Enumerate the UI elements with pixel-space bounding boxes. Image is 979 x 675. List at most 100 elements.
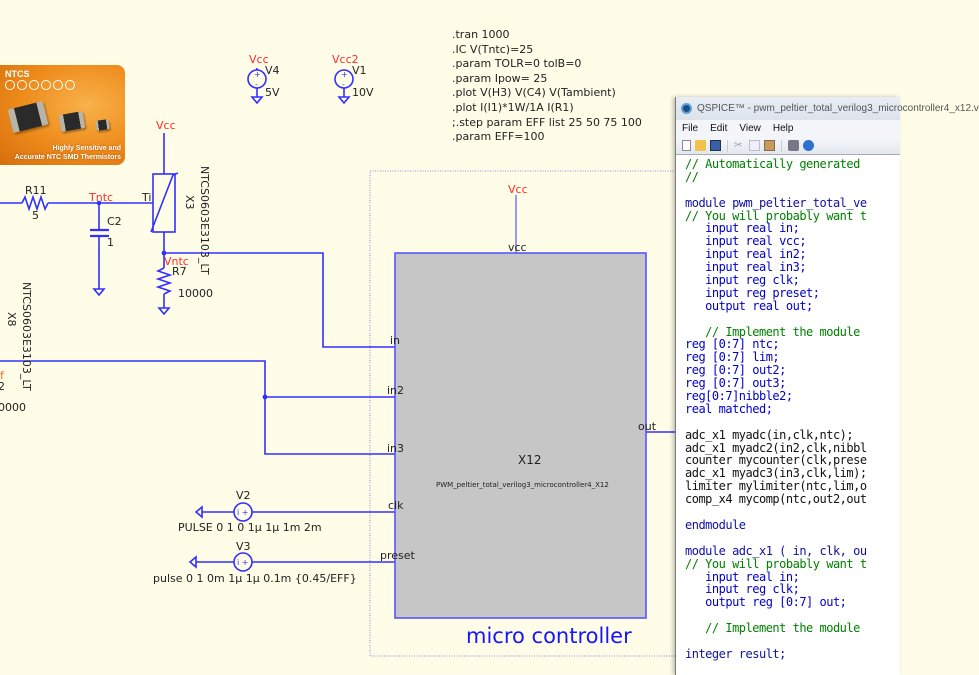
v1-name[interactable]: V1 (352, 64, 367, 77)
x8-model[interactable]: NTCS0603E3103_LT (20, 282, 33, 391)
thermistor-x3[interactable] (152, 173, 176, 233)
code-line[interactable]: endmodule (685, 517, 746, 532)
menu-file[interactable]: File (682, 123, 699, 134)
v2-name[interactable]: V2 (236, 489, 251, 502)
net-label-x8-partial[interactable]: f (0, 369, 4, 382)
code-area[interactable]: // Automatically generated// module pwm_p… (676, 155, 900, 661)
c2-value[interactable]: 1 (107, 236, 114, 249)
schematic-canvas[interactable]: + - + - i + i + (0, 0, 899, 675)
code-line[interactable]: adc_x1 myadc(in,clk,ntc); (685, 427, 854, 442)
x3-name[interactable]: X3 (183, 195, 196, 210)
resistor-r7[interactable] (155, 267, 173, 295)
v4-name[interactable]: V4 (265, 64, 280, 77)
directive-line[interactable]: ;.step param EFF list 25 50 75 100 (452, 115, 642, 129)
block-title[interactable]: micro controller (466, 624, 632, 648)
open-icon[interactable] (695, 140, 706, 151)
c2-name[interactable]: C2 (107, 215, 122, 228)
code-line[interactable]: input real vcc; (685, 234, 807, 249)
directive-line[interactable]: .IC V(Tntc)=25 (452, 42, 534, 56)
code-line[interactable]: output real out; (685, 298, 813, 313)
code-line[interactable]: reg [0:7] out2; (685, 363, 786, 378)
directive-line[interactable]: .param Ipow= 25 (452, 71, 548, 85)
code-line[interactable]: input real in; (685, 569, 800, 584)
code-line[interactable]: reg [0:7] ntc; (685, 337, 780, 352)
help-icon[interactable] (803, 140, 814, 151)
microcontroller-block[interactable] (394, 252, 647, 619)
code-line[interactable]: module adc_x1 ( in, clk, ou (685, 543, 867, 558)
code-line[interactable]: // (685, 169, 699, 184)
x3-model[interactable]: NTCS0603E3103_LT (198, 166, 211, 275)
editor-titlebar[interactable]: QSPICE™ - pwm_peltier_total_verilog3_mic… (676, 97, 979, 120)
new-icon[interactable] (682, 140, 691, 151)
chip-large-icon (7, 101, 49, 133)
directive-line[interactable]: .plot V(H3) V(C4) V(Tambient) (452, 86, 616, 100)
block-model-name[interactable]: PWM_peltier_total_verilog3_microcontroll… (436, 481, 609, 489)
code-line[interactable]: // Implement the module (685, 621, 860, 636)
code-line[interactable]: input reg preset; (685, 285, 820, 300)
menu-help[interactable]: Help (772, 123, 794, 134)
x8-name[interactable]: X8 (5, 312, 18, 327)
net-label-vcc-block[interactable]: Vcc (508, 183, 528, 196)
code-line[interactable]: module pwm_peltier_total_ve (685, 195, 867, 210)
r11-value[interactable]: 5 (32, 209, 39, 222)
r11-name[interactable]: R11 (25, 184, 47, 197)
code-line[interactable]: reg[0:7]nibble2; (685, 389, 793, 404)
x8-partial-value-1[interactable]: 2 (0, 380, 5, 393)
v4-value[interactable]: 5V (265, 86, 280, 99)
code-line[interactable]: input real in; (685, 221, 800, 236)
code-line[interactable]: output reg [0:7] out; (685, 595, 847, 610)
code-line[interactable]: input reg clk; (685, 582, 800, 597)
directive-line[interactable]: .param EFF=100 (452, 130, 545, 144)
ground-v3-icon (188, 555, 197, 569)
code-line[interactable]: // Implement the module (685, 324, 860, 339)
code-line[interactable]: input real in2; (685, 247, 807, 262)
r7-name[interactable]: R7 (172, 265, 187, 278)
code-line[interactable] (685, 313, 900, 326)
code-line[interactable]: real matched; (685, 401, 773, 416)
code-line[interactable]: integer result; (685, 646, 786, 661)
print-icon[interactable] (788, 140, 799, 151)
code-line[interactable] (685, 184, 900, 197)
code-line[interactable]: input reg clk; (685, 273, 800, 288)
directive-line[interactable]: .param TOLR=0 tolB=0 (452, 57, 582, 71)
code-line[interactable]: reg [0:7] lim; (685, 350, 780, 365)
code-line[interactable]: // You will probably want t (685, 556, 867, 571)
code-line[interactable]: counter mycounter(clk,prese (685, 453, 867, 468)
cut-icon[interactable]: ✂ (734, 140, 743, 151)
v3-name[interactable]: V3 (236, 540, 251, 553)
wire-in3 (264, 397, 395, 455)
x8-partial-value-2[interactable]: 0000 (0, 401, 26, 414)
verilog-editor-window[interactable]: QSPICE™ - pwm_peltier_total_verilog3_mic… (675, 97, 979, 675)
code-line[interactable] (685, 416, 900, 429)
code-line[interactable] (685, 532, 900, 545)
code-line[interactable]: input real in3; (685, 260, 807, 275)
code-line[interactable] (685, 635, 900, 648)
v1-value[interactable]: 10V (352, 86, 374, 99)
code-line[interactable]: adc_x1 myadc3(in3,clk,lim); (685, 466, 867, 481)
r7-value[interactable]: 10000 (178, 287, 213, 300)
v3-value[interactable]: pulse 0 1 0m 1µ 1µ 0.1m {0.45/EFF} (153, 572, 357, 585)
code-line[interactable]: limiter mylimiter(ntc,lim,o (685, 479, 867, 494)
directive-line[interactable]: .plot I(I1)*1W/1A I(R1) (452, 100, 574, 114)
menu-view[interactable]: View (739, 123, 761, 134)
paste-icon[interactable] (764, 140, 775, 151)
net-label-vntc[interactable]: Vntc (164, 255, 189, 268)
spice-directives[interactable]: .tran 1000 .IC V(Tntc)=25 .param TOLR=0 … (452, 28, 642, 145)
code-line[interactable]: adc_x1 myadc2(in2,clk,nibbl (685, 440, 867, 455)
code-line[interactable]: // You will probably want t (685, 208, 867, 223)
directive-line[interactable]: .tran 1000 (452, 28, 510, 41)
net-label-tntc[interactable]: Tntc (89, 191, 114, 204)
save-icon[interactable] (710, 140, 721, 151)
code-line[interactable]: reg [0:7] out3; (685, 376, 786, 391)
code-line[interactable] (685, 506, 900, 519)
code-line[interactable]: comp_x4 mycomp(ntc,out2,out (685, 492, 867, 507)
net-label-vcc2-v1[interactable]: Vcc2 (332, 53, 359, 66)
net-label-vcc-x3[interactable]: Vcc (156, 119, 176, 132)
net-label-vcc-v4[interactable]: Vcc (249, 53, 269, 66)
block-instance-name[interactable]: X12 (518, 453, 542, 467)
v2-value[interactable]: PULSE 0 1 0 1µ 1µ 1m 2m (178, 521, 322, 534)
resistor-r11[interactable] (21, 194, 49, 212)
copy-icon[interactable] (749, 140, 760, 151)
code-line[interactable]: // Automatically generated (685, 157, 860, 171)
menu-edit[interactable]: Edit (710, 123, 728, 134)
